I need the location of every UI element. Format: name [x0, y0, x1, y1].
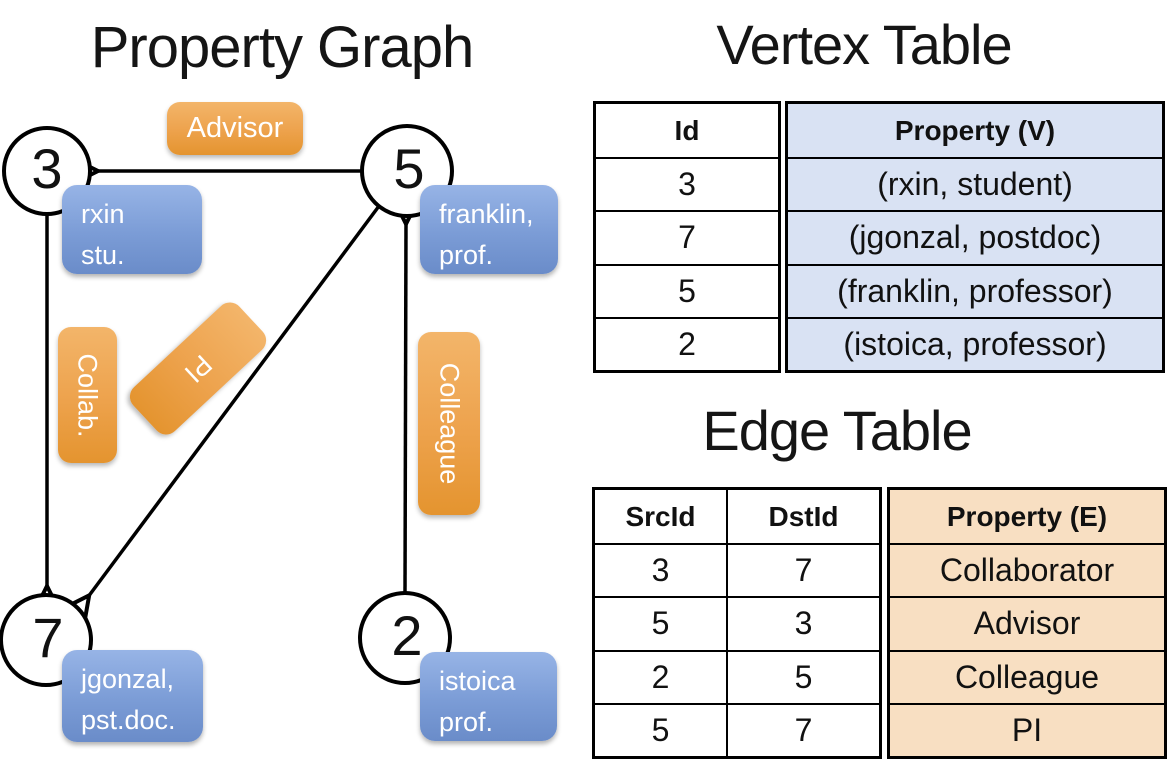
- edge-label-colleague-text: Colleague: [434, 362, 465, 485]
- edge-table-property-cell: Advisor: [890, 596, 1164, 649]
- vertex-table-property-column: Property (V) (rxin, student) (jgonzal, p…: [785, 101, 1165, 373]
- edge-pi-5-to-7: [88, 204, 381, 597]
- node-5-property-box: franklin, prof.: [420, 185, 558, 274]
- edge-table-src-header: SrcId: [595, 490, 728, 544]
- node-7-property-line1: jgonzal,: [81, 664, 175, 694]
- node-3-property-box: rxin stu.: [62, 185, 202, 274]
- vertex-table-id-header: Id: [674, 114, 700, 146]
- vertex-table-property-header: Property (V): [894, 114, 1056, 146]
- edge-table-property-cell: PI: [890, 702, 1164, 756]
- edge-table-src-cell: 3: [595, 543, 728, 597]
- node-3-property-line1: rxin: [81, 199, 125, 229]
- vertex-table-property-cell: (rxin, student): [788, 157, 1162, 210]
- node-2-id: 2: [391, 603, 423, 667]
- edge-label-advisor-text: Advisor: [186, 112, 284, 144]
- edge-table-property-cell: Collaborator: [890, 543, 1164, 596]
- edge-label-collab: Collab.: [58, 327, 117, 463]
- edge-table-property-column: Property (E) Collaborator Advisor Collea…: [887, 487, 1167, 759]
- edge-table-src-cell: 5: [595, 702, 728, 756]
- edge-table-src-cell: 2: [595, 649, 728, 703]
- edge-table-dst-header: DstId: [768, 500, 839, 532]
- edge-label-pi-text: PI: [178, 349, 218, 389]
- edge-table-dst-cell: 7: [728, 702, 879, 756]
- node-5-id: 5: [393, 136, 425, 200]
- edge-table-dst-cell: 5: [728, 649, 879, 703]
- node-7-property-box: jgonzal, pst.doc.: [62, 650, 203, 742]
- node-2-property-line1: istoica: [439, 666, 516, 696]
- vertex-table-id-cell: 7: [596, 210, 778, 263]
- edge-table-property-header: Property (E): [946, 500, 1108, 532]
- node-5-property-line1: franklin,: [439, 199, 534, 229]
- vertex-table-property-cell: (franklin, professor): [788, 263, 1162, 317]
- edge-table-dst-cell: 3: [728, 596, 879, 649]
- vertex-table-property-cell: (istoica, professor): [788, 316, 1162, 370]
- edge-table-title: Edge Table: [702, 399, 972, 462]
- edge-table-src-dst-columns: SrcId DstId 3 7 5 3 2 5 5 7: [592, 487, 882, 759]
- vertex-table-title: Vertex Table: [716, 13, 1012, 76]
- edge-table-src-cell: 5: [595, 596, 728, 650]
- node-7-property-line2: pst.doc.: [81, 705, 176, 736]
- edge-label-collab-text: Collab.: [73, 352, 104, 438]
- edge-colleague-2-to-5: [405, 222, 406, 593]
- edge-table-property-cell: Colleague: [890, 649, 1164, 703]
- edge-table-dst-cell: 7: [728, 543, 879, 596]
- node-3-property-line2: stu.: [81, 240, 125, 271]
- node-5-property-line2: prof.: [439, 240, 494, 271]
- node-2-property-box: istoica prof.: [420, 652, 557, 741]
- edge-label-colleague: Colleague: [418, 332, 480, 515]
- vertex-table-id-cell: 2: [596, 316, 778, 370]
- node-2-property-line2: prof.: [439, 707, 494, 738]
- vertex-table-id-column: Id 3 7 5 2: [593, 101, 781, 373]
- property-graph-title: Property Graph: [90, 15, 475, 80]
- vertex-table-id-cell: 3: [596, 157, 778, 210]
- vertex-table-id-cell: 5: [596, 263, 778, 317]
- edge-label-advisor: Advisor: [167, 102, 303, 155]
- node-7-id: 7: [32, 605, 64, 669]
- vertex-table-property-cell: (jgonzal, postdoc): [788, 210, 1162, 263]
- node-3-id: 3: [31, 136, 63, 200]
